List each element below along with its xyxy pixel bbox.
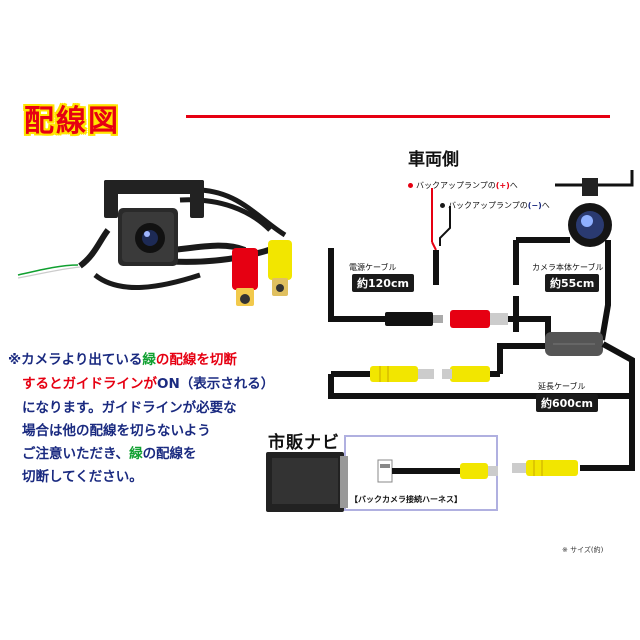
note-text: の配線を bbox=[142, 446, 197, 462]
camera-product-photo bbox=[17, 180, 292, 306]
title-underline bbox=[186, 115, 610, 118]
note-red-text: の配線を切断 bbox=[155, 352, 237, 368]
lamp-plus-suffix: へ bbox=[509, 181, 518, 190]
note-green-word: 緑 bbox=[142, 352, 156, 368]
navigation-unit-label: 市販ナビ bbox=[268, 433, 340, 453]
lamp-minus-sign: (−) bbox=[527, 201, 542, 210]
red-dot-icon bbox=[408, 183, 413, 188]
black-dot-icon bbox=[440, 203, 445, 208]
lamp-minus-label: バックアップランプの(−)へ bbox=[440, 200, 550, 211]
lamp-plus-sign: (+) bbox=[495, 181, 510, 190]
note-line-1: ※カメラより出ている緑の配線を切断 bbox=[8, 350, 237, 371]
harness-label: 【バックカメラ接続ハーネス】 bbox=[350, 495, 462, 504]
note-line-3: になります。ガイドラインが必要な bbox=[22, 400, 237, 416]
lamp-plus-prefix: バックアップランプの bbox=[416, 181, 496, 190]
note-line-5: ご注意いただき、緑の配線を bbox=[22, 444, 197, 465]
note-text: ※カメラより出ている bbox=[8, 352, 143, 368]
diagram-title: 配線図 bbox=[24, 104, 120, 139]
lamp-minus-suffix: へ bbox=[541, 201, 550, 210]
size-note: ※ サイズ(約) bbox=[562, 546, 604, 554]
note-line-2: するとガイドラインがON（表示される） bbox=[22, 374, 274, 395]
power-cable-label: 電源ケーブル bbox=[349, 263, 397, 272]
power-cable-length: 約120cm bbox=[352, 274, 414, 292]
extension-cable-length: 約600cm bbox=[536, 394, 598, 412]
extension-cable-label: 延長ケーブル bbox=[538, 382, 586, 391]
note-text: ON（表示される） bbox=[157, 376, 275, 392]
note-line-6: 切断してください。 bbox=[22, 469, 143, 485]
lamp-plus-label: バックアップランプの(+)へ bbox=[408, 180, 518, 191]
note-green-word: 緑 bbox=[129, 446, 143, 462]
lamp-minus-prefix: バックアップランプの bbox=[448, 201, 528, 210]
note-text: ご注意いただき、 bbox=[22, 446, 130, 462]
camera-cable-label: カメラ本体ケーブル bbox=[532, 263, 604, 272]
camera-cable-length: 約55cm bbox=[545, 274, 600, 292]
vehicle-side-label: 車両側 bbox=[408, 150, 459, 170]
note-line-4: 場合は他の配線を切らないよう bbox=[22, 423, 211, 439]
note-red-text: するとガイドラインが bbox=[22, 376, 157, 392]
